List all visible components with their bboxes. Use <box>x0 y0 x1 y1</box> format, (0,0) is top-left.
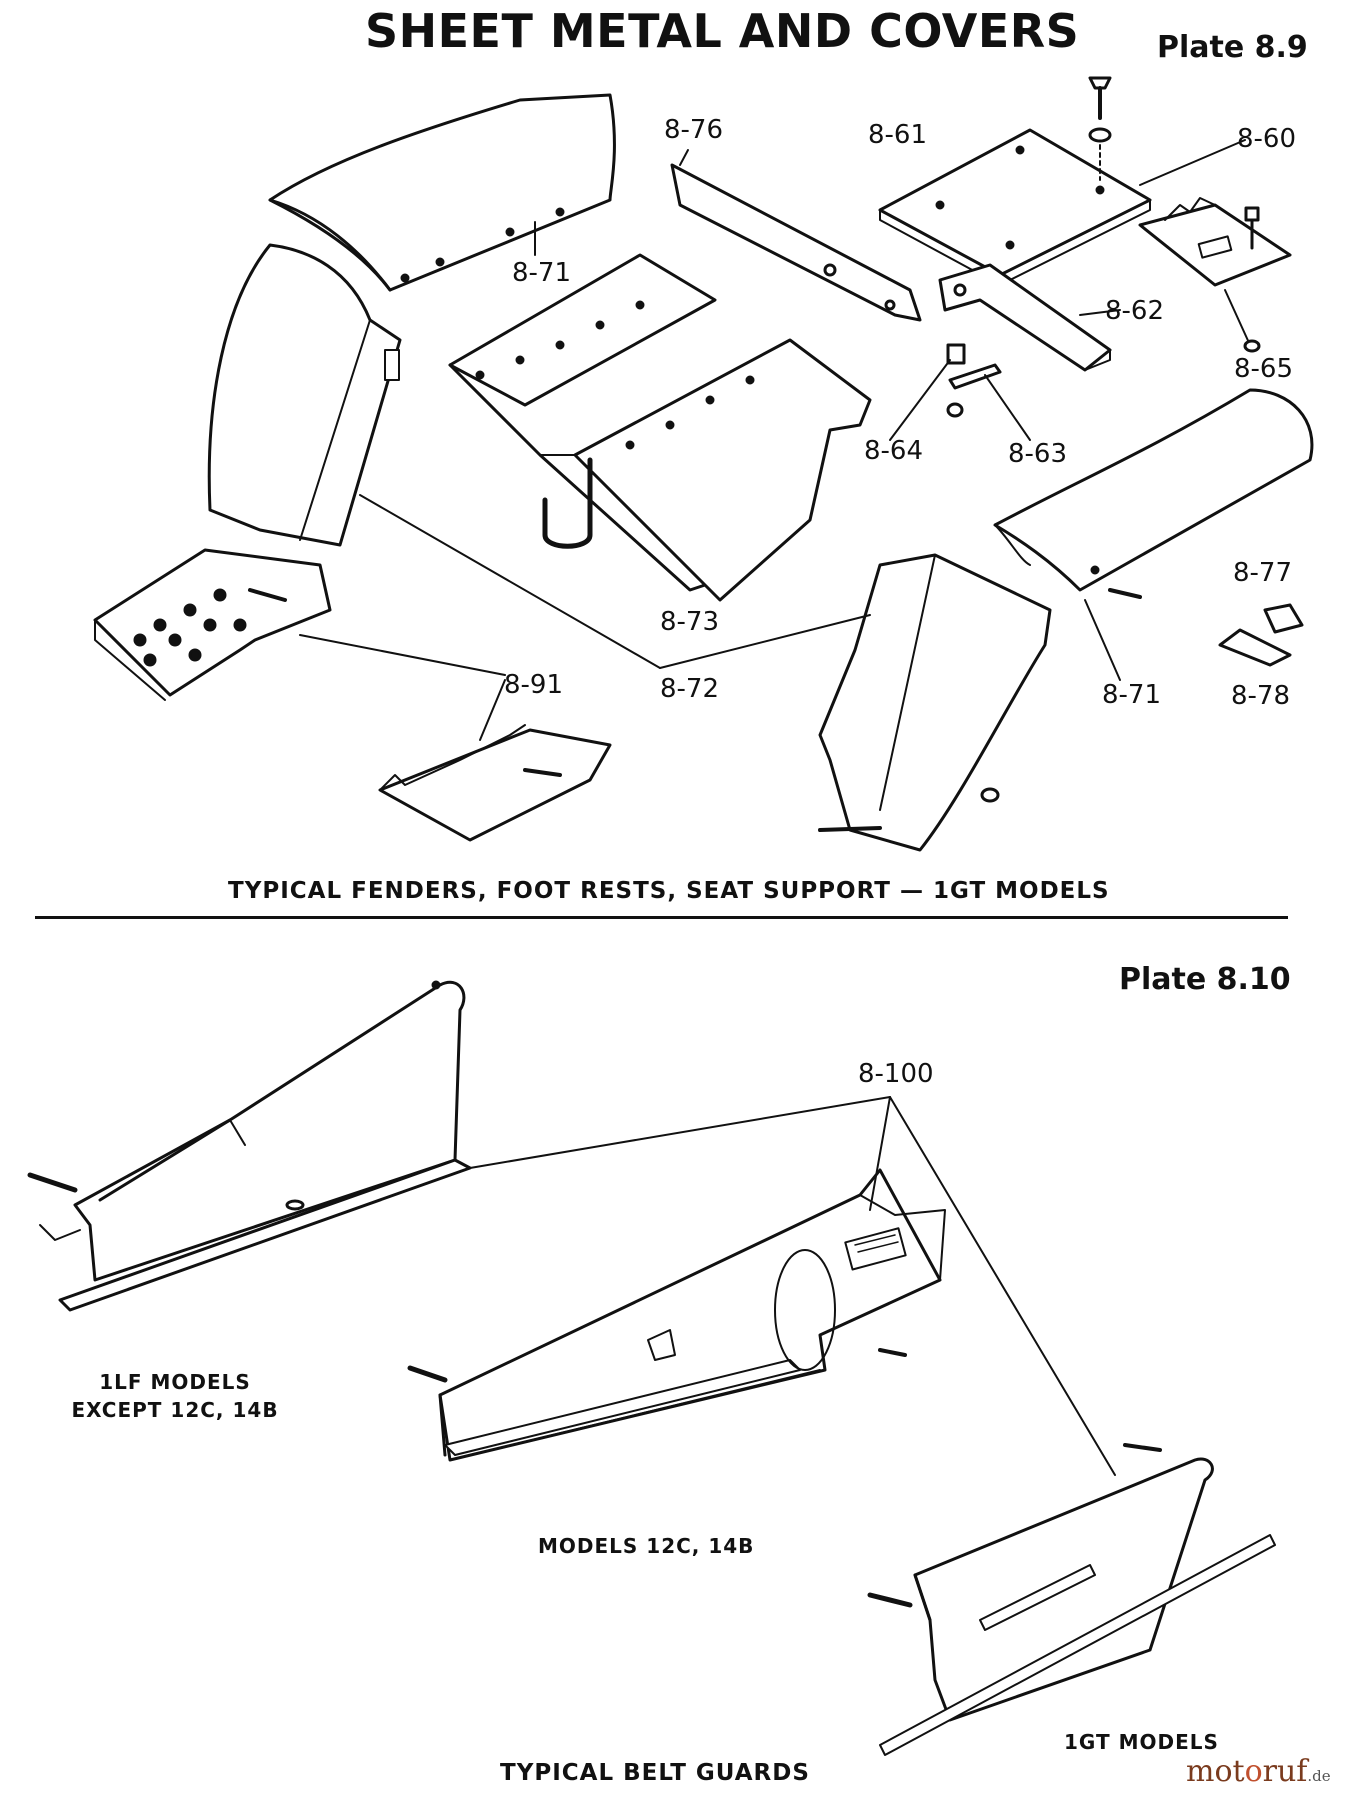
fender-lower <box>993 388 1314 681</box>
plate-label-bottom: Plate 8.10 <box>1119 962 1291 997</box>
part-label-8-65: 8-65 <box>1234 354 1294 384</box>
top-section-caption: TYPICAL FENDERS, FOOT RESTS, SEAT SUPPOR… <box>228 878 1110 904</box>
belt-guard-12c <box>407 1168 946 1462</box>
footrest-left <box>93 548 506 701</box>
leader-lines-top <box>359 494 871 669</box>
leader-lines-bottom <box>469 1096 1116 1476</box>
page-title: SHEET METAL AND COVERS <box>365 4 1080 58</box>
part-clip <box>1218 603 1304 667</box>
belt-guard-1gt <box>867 1443 1276 1756</box>
model-label-1lf-line2: EXCEPT 12C, 14B <box>71 1398 279 1422</box>
part-label-8-91: 8-91 <box>504 670 564 700</box>
part-label-8-71-lower: 8-71 <box>1102 680 1162 710</box>
bolt-top <box>1088 76 1112 181</box>
fender-side-left <box>207 243 402 547</box>
part-label-8-76: 8-76 <box>664 115 724 145</box>
model-label-1gt: 1GT MODELS <box>1064 1730 1219 1754</box>
footrest-center <box>378 679 612 842</box>
model-label-12c-14b: MODELS 12C, 14B <box>538 1534 755 1558</box>
section-divider <box>35 916 1288 919</box>
part-label-8-60: 8-60 <box>1237 124 1297 154</box>
bolt-right <box>1244 206 1260 250</box>
part-label-8-73: 8-73 <box>660 607 720 637</box>
model-label-1lf-line1: 1LF MODELS <box>99 1370 251 1394</box>
part-label-8-71-upper: 8-71 <box>512 258 572 288</box>
adjust-bracket <box>1138 197 1292 353</box>
part-label-8-64: 8-64 <box>864 436 924 466</box>
seat-support-bar <box>670 149 922 322</box>
seat-bracket <box>938 263 1121 372</box>
part-label-8-77: 8-77 <box>1233 558 1293 588</box>
part-label-8-61: 8-61 <box>868 120 928 150</box>
seat-box <box>573 338 872 602</box>
fender-upper <box>268 93 616 292</box>
belt-guard-1lf <box>27 980 472 1312</box>
spacer-and-strap <box>889 343 1031 441</box>
part-label-8-78: 8-78 <box>1231 681 1291 711</box>
part-label-8-100: 8-100 <box>858 1059 934 1089</box>
part-label-8-63: 8-63 <box>1008 439 1068 469</box>
plate-label-top: Plate 8.9 <box>1157 30 1308 65</box>
u-bolt <box>542 457 593 549</box>
part-label-8-72: 8-72 <box>660 674 720 704</box>
watermark-logo: motoruf.de <box>1186 1754 1331 1789</box>
seat-support-center <box>448 253 722 592</box>
fender-side-right <box>818 553 1052 852</box>
model-label-1lf: 1LF MODELS EXCEPT 12C, 14B <box>60 1370 290 1422</box>
bottom-section-caption: TYPICAL BELT GUARDS <box>500 1760 810 1786</box>
